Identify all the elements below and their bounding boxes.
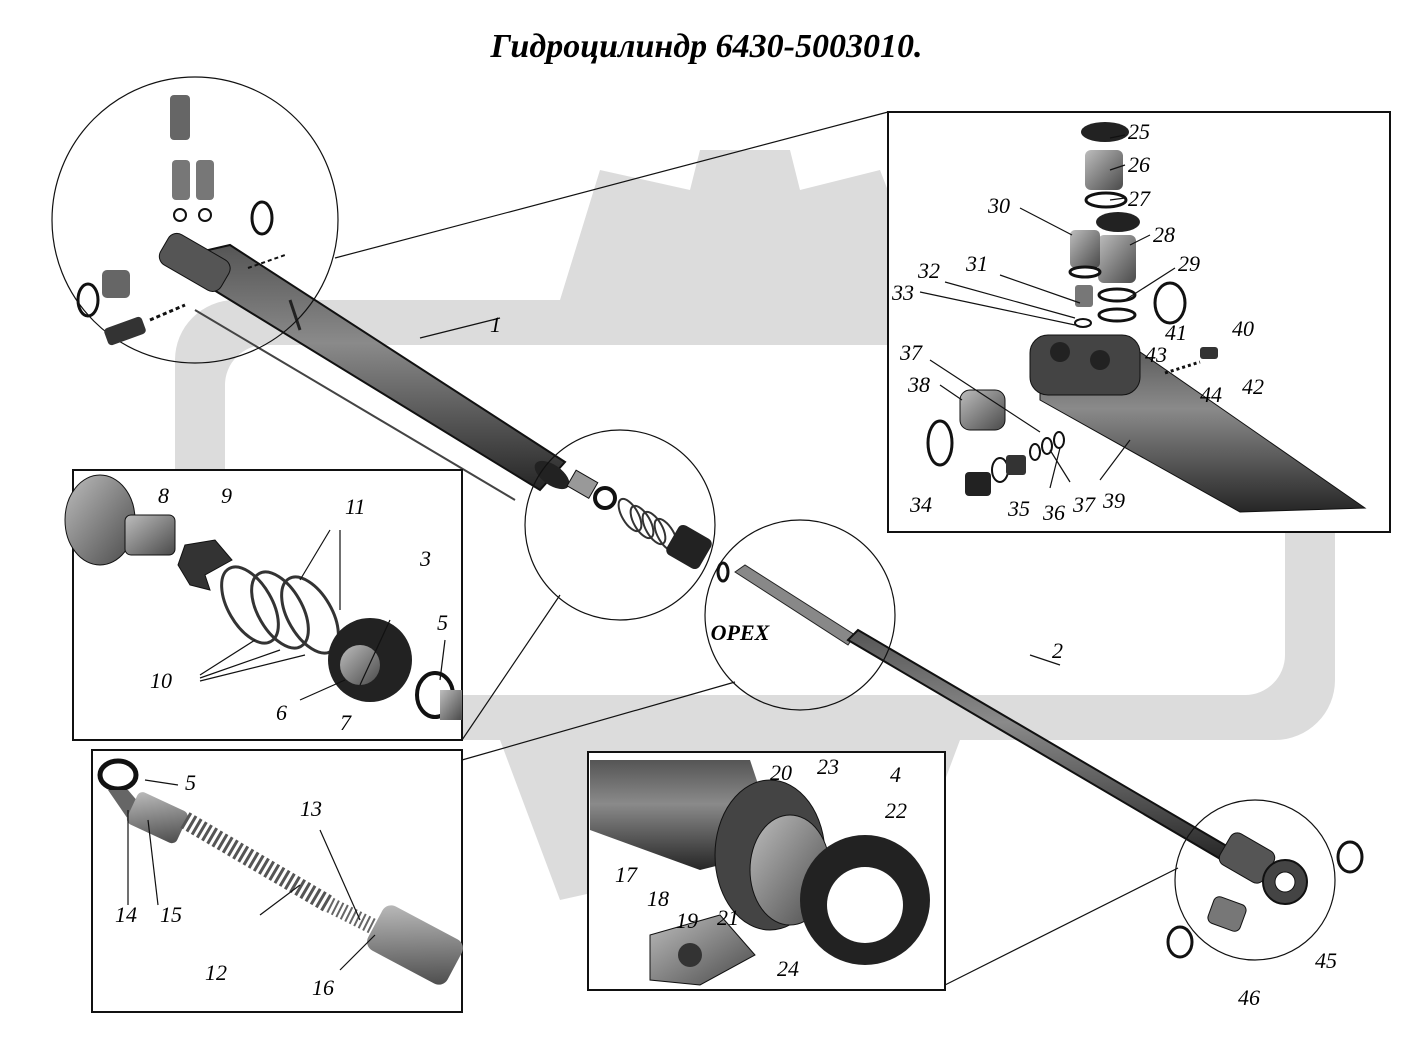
callout-27: 27 bbox=[1128, 186, 1151, 211]
piston-detail-parts bbox=[64, 474, 462, 720]
frame-head-detail bbox=[887, 111, 1391, 533]
callout-36: 36 bbox=[1042, 500, 1065, 525]
diagram-title: Гидроцилиндр 6430-5003010. bbox=[490, 28, 923, 65]
detail-circle-rod-end bbox=[1174, 799, 1336, 961]
callout-26: 26 bbox=[1128, 152, 1150, 177]
callout-42: 42 bbox=[1242, 374, 1264, 399]
rod-detail-parts bbox=[97, 758, 463, 985]
callout-4: 4 bbox=[890, 762, 901, 787]
callout-7: 7 bbox=[340, 710, 352, 735]
callout-11: 11 bbox=[345, 494, 365, 519]
callout-15: 15 bbox=[160, 902, 182, 927]
callout-16: 16 bbox=[312, 975, 334, 1000]
callout-33: 33 bbox=[891, 280, 914, 305]
callout-6: 6 bbox=[276, 700, 287, 725]
callout-35: 35 bbox=[1007, 496, 1030, 521]
callout-24: 24 bbox=[777, 956, 799, 981]
callout-19: 19 bbox=[676, 908, 698, 933]
callout-43: 43 bbox=[1145, 342, 1167, 367]
detail-circles bbox=[51, 76, 1336, 961]
callout-45: 45 bbox=[1315, 948, 1337, 973]
callout-3: 3 bbox=[419, 546, 431, 571]
cylinder-body bbox=[158, 232, 570, 501]
callout-44: 44 bbox=[1200, 382, 1222, 407]
part-leaders bbox=[127, 134, 1176, 971]
callout-32: 32 bbox=[917, 258, 940, 283]
callout-13: 13 bbox=[300, 796, 322, 821]
watermark-gear-top bbox=[560, 150, 930, 300]
detail-leaders bbox=[334, 111, 1179, 986]
callout-21: 21 bbox=[717, 905, 739, 930]
callout-38: 38 bbox=[907, 372, 930, 397]
callout-1: 1 bbox=[490, 312, 501, 337]
gland-detail-parts bbox=[590, 760, 930, 986]
callout-14: 14 bbox=[115, 902, 137, 927]
callout-5a: 5 bbox=[437, 610, 448, 635]
callout-17: 17 bbox=[615, 862, 638, 887]
head-detail-parts bbox=[926, 122, 1367, 513]
callout-5b: 5 bbox=[185, 770, 196, 795]
callout-40: 40 bbox=[1232, 316, 1254, 341]
callout-34: 34 bbox=[909, 492, 932, 517]
piston-rod bbox=[734, 564, 1308, 905]
watermark-text: OPEX bbox=[711, 620, 771, 645]
callout-labels: 1 2 3 4 5 5 6 7 8 9 10 11 12 13 14 15 16… bbox=[115, 119, 1337, 1010]
callout-25: 25 bbox=[1128, 119, 1150, 144]
callout-9: 9 bbox=[221, 483, 232, 508]
callout-18: 18 bbox=[647, 886, 669, 911]
callout-23: 23 bbox=[817, 754, 839, 779]
callout-29: 29 bbox=[1178, 251, 1200, 276]
callout-12: 12 bbox=[205, 960, 227, 985]
callout-31: 31 bbox=[965, 251, 988, 276]
head-circle-parts bbox=[76, 95, 286, 346]
callout-22: 22 bbox=[885, 798, 907, 823]
callout-30: 30 bbox=[987, 193, 1010, 218]
detail-circle-piston bbox=[524, 429, 716, 621]
rod-end-parts bbox=[1166, 840, 1364, 959]
callout-41: 41 bbox=[1165, 320, 1187, 345]
callout-28: 28 bbox=[1153, 222, 1175, 247]
detail-circle-rod bbox=[704, 519, 896, 711]
callout-46: 46 bbox=[1238, 985, 1260, 1010]
callout-8: 8 bbox=[158, 483, 169, 508]
callout-37b: 37 bbox=[1072, 492, 1096, 517]
callout-2: 2 bbox=[1052, 638, 1063, 663]
detail-circle-head bbox=[51, 76, 339, 364]
callout-37a: 37 bbox=[899, 340, 923, 365]
callout-39: 39 bbox=[1102, 488, 1125, 513]
callout-10: 10 bbox=[150, 668, 172, 693]
callout-20: 20 bbox=[770, 760, 792, 785]
piston-parts bbox=[566, 469, 730, 583]
